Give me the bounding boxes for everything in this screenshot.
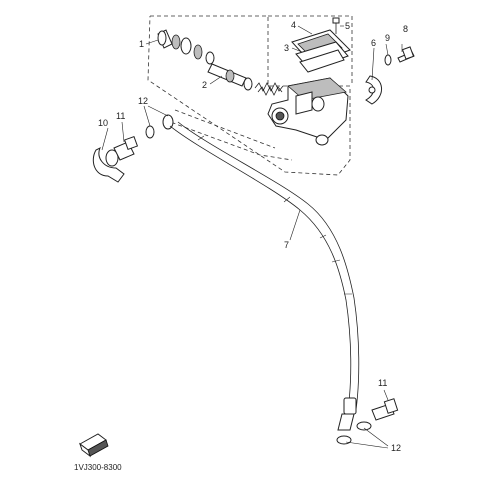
callout-labels: 1 2 3 4 5 6 7 8 9 10 11 11 12 12: [98, 20, 408, 453]
handlebar-holder: [365, 75, 382, 105]
callout-9: 9: [385, 33, 390, 43]
leader-lines: [101, 25, 403, 449]
callout-8: 8: [403, 24, 408, 34]
master-cylinder-body: [267, 77, 349, 146]
holder-washer: [384, 54, 392, 66]
piston-spring-set: [207, 63, 284, 96]
diagram-code: 1VJ300-8300: [74, 463, 122, 472]
piston-kit: [157, 29, 215, 65]
callout-11-top: 11: [116, 111, 125, 121]
front-direction-arrow-icon: [79, 433, 109, 458]
callout-12-bottom: 12: [391, 443, 401, 453]
holder-bolt: [397, 46, 415, 63]
callout-2: 2: [202, 80, 207, 90]
callout-12-top: 12: [138, 96, 148, 106]
brake-hose: [169, 121, 360, 411]
reservoir-cap: [291, 29, 351, 73]
cap-screw: [332, 17, 340, 34]
callout-3: 3: [284, 43, 289, 53]
callout-7: 7: [284, 240, 289, 250]
hose-union-fitting-top: [92, 135, 139, 183]
callout-10: 10: [98, 118, 108, 128]
assembly-group-outline: [147, 15, 353, 176]
callout-5: 5: [345, 21, 350, 31]
callout-11-bottom: 11: [378, 378, 387, 388]
copper-washer-top: [145, 114, 174, 139]
callout-1: 1: [139, 39, 144, 49]
callout-4: 4: [291, 20, 296, 30]
hose-union-fitting-bottom: [337, 397, 399, 431]
callout-6: 6: [371, 38, 376, 48]
